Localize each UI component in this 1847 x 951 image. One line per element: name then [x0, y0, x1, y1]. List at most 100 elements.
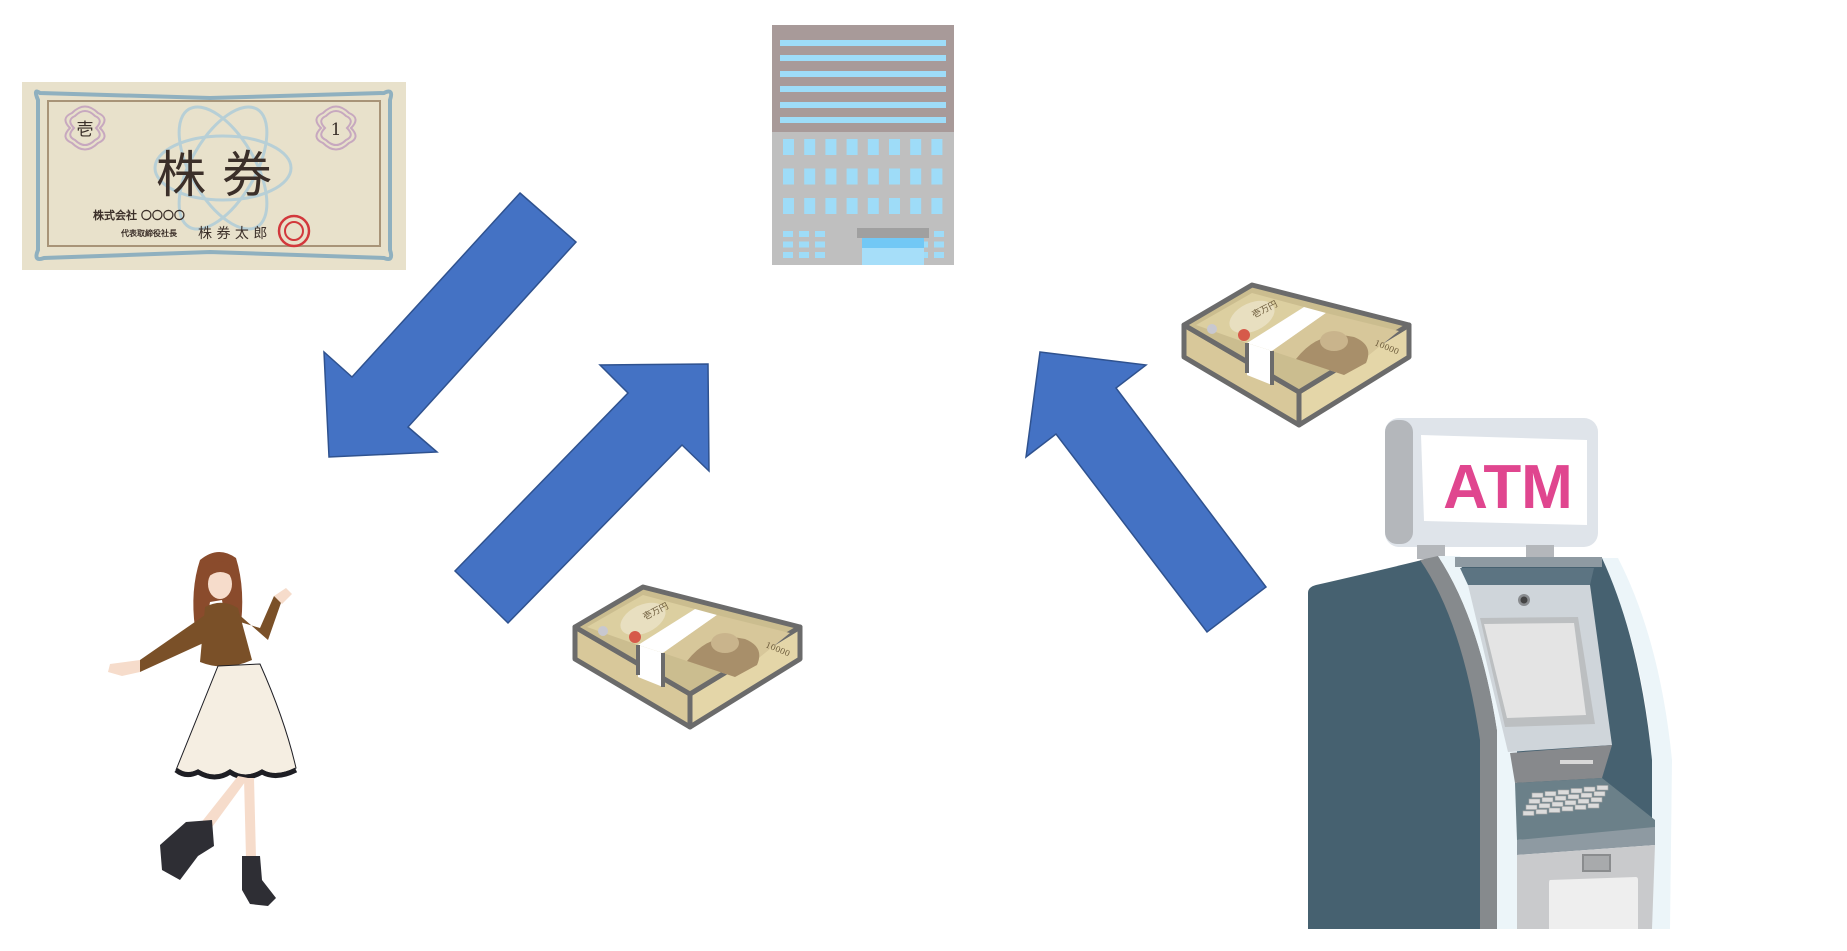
building-windows [783, 139, 944, 258]
building-window [783, 198, 794, 214]
atm-key [1567, 794, 1580, 800]
atm-key [1525, 804, 1538, 810]
building-window [846, 198, 858, 214]
atm-key [1554, 795, 1567, 801]
certificate-corner-left-text: 壱 [77, 120, 94, 140]
atm-left-body [1308, 558, 1490, 929]
building-window [825, 139, 837, 155]
building-window-small [934, 231, 944, 237]
arrow-company-to-investor [323, 191, 578, 458]
right-arm [236, 596, 282, 640]
building-window [889, 168, 900, 185]
building-window [910, 198, 922, 214]
building-window-small [799, 241, 809, 248]
building-window [804, 168, 816, 185]
atm-key [1551, 801, 1564, 807]
building-window-small [815, 252, 825, 258]
certificate-title: 株 券 [156, 146, 272, 204]
atm-key [1541, 797, 1554, 803]
atm-key [1561, 806, 1574, 812]
right-boot [242, 856, 276, 906]
building-window [931, 168, 943, 185]
building-window [889, 139, 900, 155]
building-entrance-top [862, 238, 924, 248]
building-window-small [934, 241, 944, 248]
certificate-seal [277, 214, 311, 248]
certificate-company-line: 株式会社 〇〇〇〇 [93, 208, 185, 222]
atm-keypad [1522, 785, 1609, 816]
building-window-small [799, 252, 809, 258]
certificate-rep-title: 代表取締役社長 [120, 228, 178, 238]
atm-key [1564, 800, 1577, 806]
atm-sign-text: ATM [1443, 453, 1573, 522]
building-window [931, 139, 943, 155]
atm-key [1596, 785, 1609, 791]
money-bundle-graphic [1184, 285, 1409, 425]
atm-key [1593, 791, 1606, 797]
building-window [889, 198, 900, 214]
building-window-small [783, 241, 793, 248]
building-entrance-door [862, 248, 924, 265]
atm-key [1574, 804, 1587, 810]
building-stripe-windows [780, 40, 946, 123]
building-window [804, 198, 816, 214]
right-leg [244, 778, 256, 858]
atm-key [1590, 797, 1603, 803]
certificate-corner-right [315, 105, 357, 151]
atm-key [1535, 809, 1548, 815]
building-entrance-canopy [857, 228, 929, 238]
atm-sign-panel [1421, 435, 1587, 525]
building-window [910, 139, 922, 155]
atm-receipt-slot [1582, 854, 1611, 872]
building-window [804, 139, 816, 155]
arrow-atm-to-company [1025, 351, 1268, 634]
skirt [175, 663, 297, 776]
certificate-corner-left [64, 105, 106, 151]
certificate-guilloche [153, 105, 293, 231]
atm-key [1570, 788, 1583, 794]
building-window [867, 139, 879, 155]
building-window [825, 198, 837, 214]
stock-certificate: 壱 1 株 券 株式会社 〇〇〇〇 代表取締役社長 株 券 太 郎 [22, 82, 406, 270]
building-window [783, 168, 794, 185]
atm-card-slot [1560, 760, 1593, 764]
atm-key [1538, 803, 1551, 809]
atm-key [1544, 791, 1557, 797]
money-bundle-upper: 壱万円 10000 [1184, 285, 1409, 425]
certificate-outer-border [33, 89, 394, 261]
atm-key [1580, 792, 1593, 798]
building-window-small [783, 231, 793, 237]
right-hand [274, 588, 292, 604]
certificate-rep-name: 株 券 太 郎 [198, 226, 267, 242]
building-window [783, 139, 794, 155]
building-window [910, 168, 922, 185]
company-building [772, 25, 954, 265]
building-window [931, 198, 943, 214]
atm-key [1522, 810, 1535, 816]
atm-key [1528, 798, 1541, 804]
atm-machine: ATM [1308, 418, 1672, 929]
investor-figure [108, 551, 298, 906]
certificate-corner-right-text: 1 [331, 120, 342, 140]
atm-screen [1484, 623, 1586, 718]
building-window [867, 168, 879, 185]
building-window-small [934, 252, 944, 258]
building-window-small [799, 231, 809, 237]
atm-sign-post-right [1526, 545, 1554, 559]
atm-key [1548, 807, 1561, 813]
left-arm [140, 615, 210, 672]
building-window [846, 139, 858, 155]
money-bundle-graphic [575, 587, 800, 727]
left-hand [108, 660, 140, 676]
building-window-small [815, 231, 825, 237]
certificate-inner-border [47, 100, 381, 247]
building-window [846, 168, 858, 185]
building-window [867, 198, 879, 214]
atm-key [1531, 792, 1544, 798]
atm-sign-post-left [1417, 545, 1445, 559]
left-leg [200, 776, 248, 830]
atm-key [1587, 803, 1600, 809]
money-bundle-lower: 壱万円 10000 [575, 587, 800, 727]
arrow-investor-to-company [453, 363, 710, 625]
